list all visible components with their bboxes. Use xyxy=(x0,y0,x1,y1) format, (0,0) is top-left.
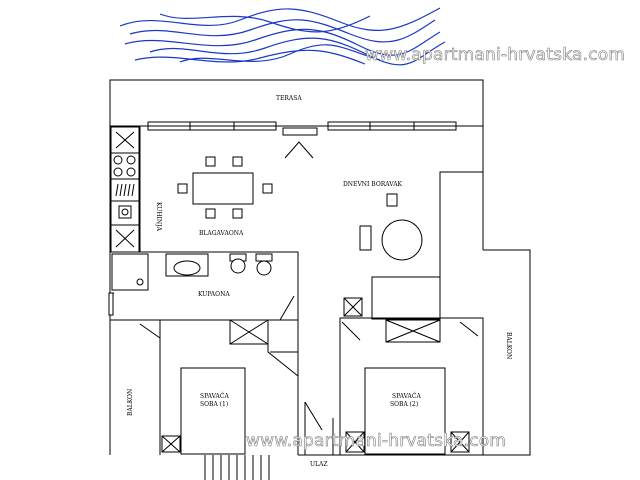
kitchen-units xyxy=(110,126,141,253)
label-kupaona: KUPAONA xyxy=(198,291,230,298)
watermark-bottom: www.apartmani-hrvatska.com xyxy=(246,431,506,451)
bedroom-1 xyxy=(110,319,299,455)
label-blagavaona: BLAGAVAONA xyxy=(199,230,244,237)
label-ulaz: ULAZ xyxy=(310,461,328,468)
label-spavaca-2-line1: SPAVAĆA xyxy=(392,392,421,400)
entrance xyxy=(298,401,340,456)
dining-table xyxy=(177,156,273,219)
label-kuhinja: KUHINJA xyxy=(155,202,162,232)
label-spavaca-2-line2: SOBA (2) xyxy=(390,401,418,408)
label-dnevni-boravak: DNEVNI BORAVAK xyxy=(343,181,403,188)
bedroom-2 xyxy=(339,317,484,456)
label-balkon-right: BALKON xyxy=(505,332,512,359)
sea-scribble xyxy=(119,7,446,66)
balcony-right xyxy=(483,249,531,456)
terasa-door xyxy=(282,127,318,159)
label-spavaca-1-line1: SPAVAĆA xyxy=(200,392,229,400)
terasa-area: TERASA xyxy=(109,79,484,455)
label-terasa: TERASA xyxy=(276,95,302,102)
watermark-top: www.apartmani-hrvatska.com xyxy=(365,45,625,65)
label-spavaca-1-line2: SOBA (1) xyxy=(200,401,228,408)
label-balkon-left: BALKON xyxy=(127,389,134,416)
bathroom xyxy=(108,251,299,321)
balcony-railing xyxy=(204,455,270,480)
terasa-windows xyxy=(147,121,457,131)
living-room-furniture xyxy=(343,171,483,320)
